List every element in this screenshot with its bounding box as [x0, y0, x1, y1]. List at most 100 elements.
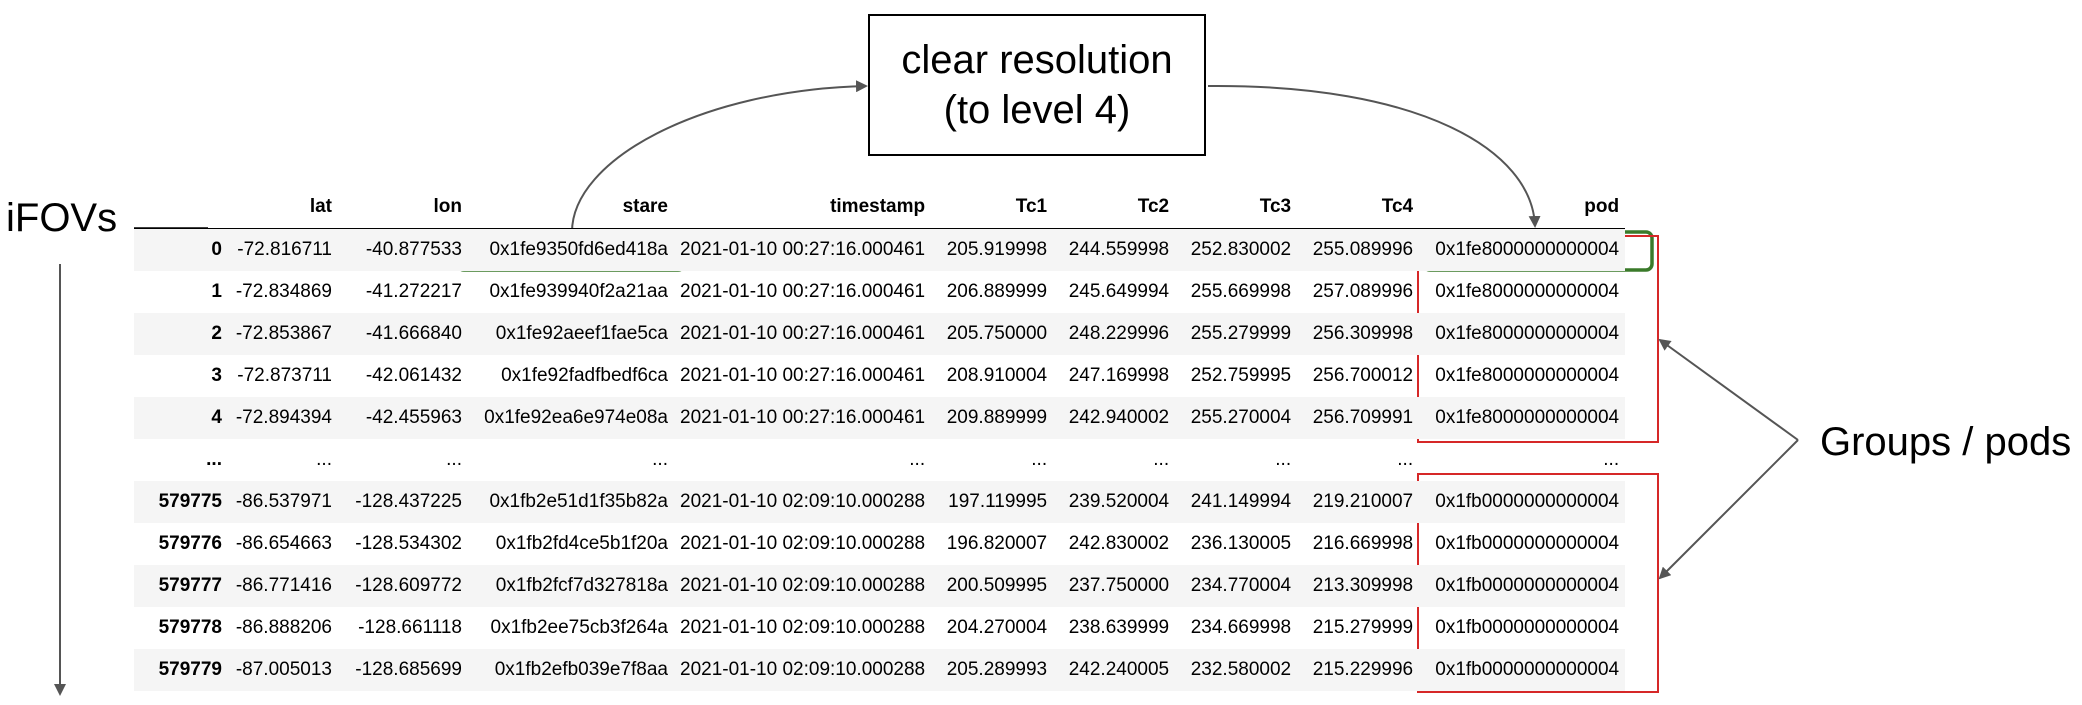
table-cell: -86.654663 — [235, 533, 332, 554]
table-cell: 242.830002 — [1068, 533, 1170, 554]
table-cell: -42.455963 — [365, 407, 462, 428]
pod-highlight-box — [1422, 230, 1654, 272]
clear-resolution-callout: clear resolution (to level 4) — [868, 14, 1206, 156]
table-row: 579777 -86.771416 -128.609772 0x1fb2fcf7d32… — [134, 565, 1626, 607]
table-cell: ... — [316, 449, 332, 470]
table-header-row: lat lon stare timestamp Tc1 Tc2 Tc3 Tc4 … — [134, 186, 1626, 229]
table-cell: 237.750000 — [1068, 575, 1170, 596]
table-cell: 205.750000 — [946, 323, 1048, 344]
table-cell: -72.853867 — [235, 323, 332, 344]
table-cell: -40.877533 — [365, 239, 462, 260]
table-cell: -86.888206 — [235, 617, 332, 638]
column-header: Tc4 — [1297, 186, 1420, 229]
table-cell: 244.559998 — [1068, 239, 1170, 260]
pod-group-box-top — [1417, 235, 1659, 443]
column-header: pod — [1419, 186, 1626, 229]
row-index: 4 — [211, 407, 222, 428]
table-cell: 0x1fe92ea6e974e08a — [484, 407, 668, 428]
table-cell: 0x1fb2fcf7d327818a — [495, 575, 668, 596]
groups-pods-label: Groups / pods — [1820, 420, 2072, 464]
table-cell: 0x1fe8000000000004 — [1435, 239, 1620, 260]
table-cell: ... — [1397, 449, 1414, 470]
table-cell: 255.279999 — [1190, 323, 1292, 344]
table-cell: 2021-01-10 02:09:10.000288 — [680, 575, 926, 596]
table-row: 579775 -86.537971 -128.437225 0x1fb2e51d1f3… — [134, 481, 1626, 523]
table-cell: ... — [1153, 449, 1170, 470]
table-cell: 232.580002 — [1190, 659, 1292, 680]
table-cell: 0x1fe92fadfbedf6ca — [501, 365, 668, 386]
table-cell: 2021-01-10 00:27:16.000461 — [680, 281, 926, 302]
table-cell: -128.534302 — [355, 533, 462, 554]
table-cell: 0x1fe8000000000004 — [1435, 281, 1620, 302]
column-header: Tc2 — [1053, 186, 1176, 229]
table-cell: -86.537971 — [235, 491, 332, 512]
table-cell: ... — [1603, 449, 1620, 470]
table-cell: 0x1fe8000000000004 — [1435, 323, 1620, 344]
table-cell: 234.669998 — [1190, 617, 1292, 638]
table-cell: 215.229996 — [1312, 659, 1414, 680]
table-cell: 2021-01-10 00:27:16.000461 — [680, 239, 926, 260]
row-index: 579777 — [158, 575, 222, 596]
column-header: Tc3 — [1175, 186, 1298, 229]
table-cell: 255.270004 — [1190, 407, 1292, 428]
table-cell: 236.130005 — [1190, 533, 1292, 554]
table-cell: 255.089996 — [1312, 239, 1414, 260]
row-index: 2 — [211, 323, 222, 344]
table-cell: 242.240005 — [1068, 659, 1170, 680]
table-cell: -41.666840 — [365, 323, 462, 344]
table-cell: -72.834869 — [235, 281, 332, 302]
row-index: ... — [206, 449, 222, 470]
table-cell: 242.940002 — [1068, 407, 1170, 428]
table-cell: -41.272217 — [365, 281, 462, 302]
table-cell: -42.061432 — [365, 365, 462, 386]
table-cell: 0x1fb2e51d1f35b82a — [489, 491, 668, 512]
table-cell: 197.119995 — [948, 491, 1048, 512]
column-header: stare — [468, 186, 674, 229]
table-cell: -86.771416 — [235, 575, 332, 596]
table-row: 579776 -86.654663 -128.534302 0x1fb2fd4ce5b… — [134, 523, 1625, 565]
table-cell: 255.669998 — [1190, 281, 1292, 302]
table-cell: 0x1fe939940f2a21aa — [489, 281, 668, 302]
table-cell: 200.509995 — [946, 575, 1048, 596]
table-cell: 2021-01-10 00:27:16.000461 — [680, 407, 926, 428]
table-cell: ... — [1275, 449, 1292, 470]
groups-arrow-top — [1658, 338, 1799, 441]
table-cell: -128.437225 — [355, 491, 462, 512]
column-header: Tc1 — [931, 186, 1054, 229]
table-row: 2 -72.853867 -41.666840 0x1fe92aeef1fae5ca 2… — [134, 313, 1626, 355]
table-cell: 0x1fe8000000000004 — [1435, 365, 1620, 386]
row-index: 579776 — [158, 533, 222, 554]
table-cell: ... — [446, 449, 462, 470]
table-cell: -128.609772 — [355, 575, 462, 596]
table-cell: 2021-01-10 02:09:10.000288 — [680, 491, 926, 512]
table-cell: 0x1fb0000000000004 — [1435, 533, 1620, 554]
table-cell: 205.919998 — [946, 239, 1048, 260]
row-index: 579779 — [158, 659, 222, 680]
table-cell: ... — [652, 449, 668, 470]
table-cell: 247.169998 — [1068, 365, 1170, 386]
table-cell: 0x1fe9350fd6ed418a — [489, 239, 668, 260]
callout-line-1: clear resolution — [901, 38, 1173, 82]
table-cell: ... — [1031, 449, 1048, 470]
table-cell: 256.700012 — [1312, 365, 1414, 386]
row-index: 579775 — [158, 491, 222, 512]
table-cell: 2021-01-10 00:27:16.000461 — [680, 365, 926, 386]
stare-highlight-box — [456, 232, 686, 272]
column-header — [134, 186, 228, 229]
table-cell: 219.210007 — [1312, 491, 1414, 512]
column-header: lat — [228, 186, 338, 229]
table-cell: -128.661118 — [358, 617, 462, 638]
table-cell: 206.889999 — [946, 281, 1048, 302]
table-cell: 0x1fb2fd4ce5b1f20a — [495, 533, 668, 554]
table-cell: 0x1fb2ee75cb3f264a — [490, 617, 669, 638]
table-cell: 208.910004 — [946, 365, 1048, 386]
column-header: lon — [338, 186, 468, 229]
table-cell: 0x1fe92aeef1fae5ca — [495, 323, 668, 344]
table-cell: ... — [909, 449, 926, 470]
table-cell: -128.685699 — [355, 659, 462, 680]
table-cell: 257.089996 — [1312, 281, 1414, 302]
dataframe-table: lat lon stare timestamp Tc1 Tc2 Tc3 Tc4 … — [134, 186, 1626, 691]
